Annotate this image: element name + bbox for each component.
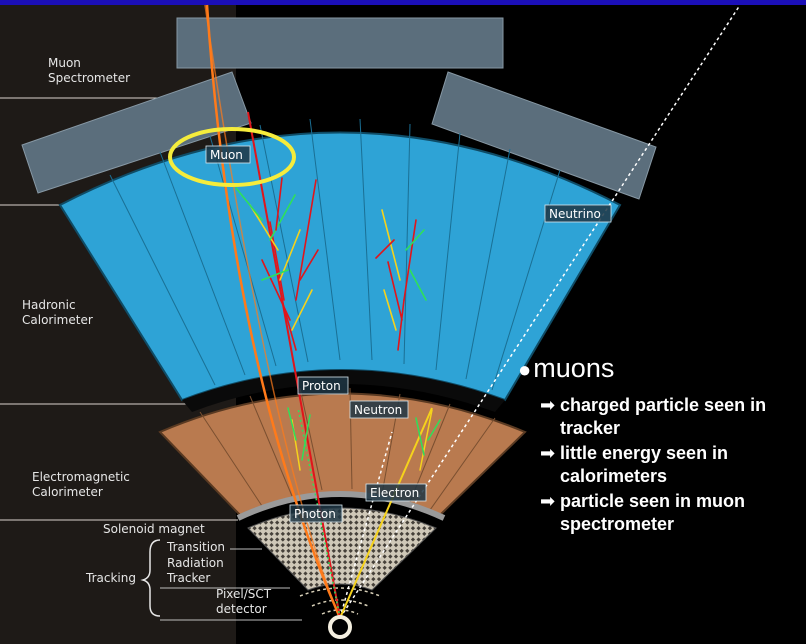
arrow-icon: ➡ [540,491,556,511]
em-showers [287,407,441,471]
label-trt: Transition Radiation Tracker [166,540,229,585]
notes-heading: ●muons [518,352,804,386]
proton-track [247,111,341,619]
svg-text:Proton: Proton [302,379,341,393]
tag-neutron: Neutron [349,400,409,419]
tag-neutrino: Neutrino [544,204,612,223]
neutron-track [339,431,393,619]
arrow-icon: ➡ [540,443,556,463]
svg-text:Electron: Electron [370,486,419,500]
particle-tracks [204,4,741,619]
solenoid-arc [236,491,446,521]
label-hadronic-calorimeter: Hadronic Calorimeter [22,298,93,327]
tracking-leader-lines [160,548,302,621]
label-muon-spectrometer: Muon Spectrometer [48,56,130,85]
bullet-dot: ● [518,357,532,382]
label-solenoid: Solenoid magnet [103,522,205,536]
interaction-point [328,615,352,639]
tag-muon: Muon [205,145,251,164]
label-pixel-sct: Pixel/SCT detector [216,587,275,616]
tracking-brace [140,539,161,617]
pixel-sct-arcs [299,587,381,615]
tag-photon: Photon [289,504,343,523]
slide-top-bar [0,0,806,5]
notes-item: ➡particle seen in muon spectrometer [540,491,746,534]
notes-item: ➡charged particle seen in tracker [540,395,767,438]
hadronic-shower-left [235,177,319,351]
notes-list: ➡charged particle seen in tracker ➡littl… [518,394,804,536]
muon-highlight-ring [168,127,296,187]
muon-chamber-top [176,17,504,69]
hadronic-shower-right [375,209,427,351]
label-tracking: Tracking [85,571,136,585]
photon-track [297,407,341,619]
muon-track-outer [204,4,341,619]
tag-proton: Proton [297,376,349,395]
label-em-calorimeter: Electromagnetic Calorimeter [32,470,134,499]
arrow-icon: ➡ [540,395,556,415]
svg-text:Neutrino: Neutrino [549,207,601,221]
electron-track [339,407,433,619]
svg-text:Neutron: Neutron [354,403,402,417]
svg-text:Muon: Muon [210,148,243,162]
neutrino-track [339,4,741,619]
label-separators [0,97,238,521]
notes-heading-text: muons [533,353,615,383]
muon-chamber-right [431,71,657,200]
notes-item: ➡little energy seen in calorimeters [540,443,729,486]
tag-electron: Electron [365,483,427,502]
muon-track [205,4,342,619]
svg-text:Photon: Photon [294,507,336,521]
notes-panel: ●muons ➡charged particle seen in tracker… [518,352,804,538]
